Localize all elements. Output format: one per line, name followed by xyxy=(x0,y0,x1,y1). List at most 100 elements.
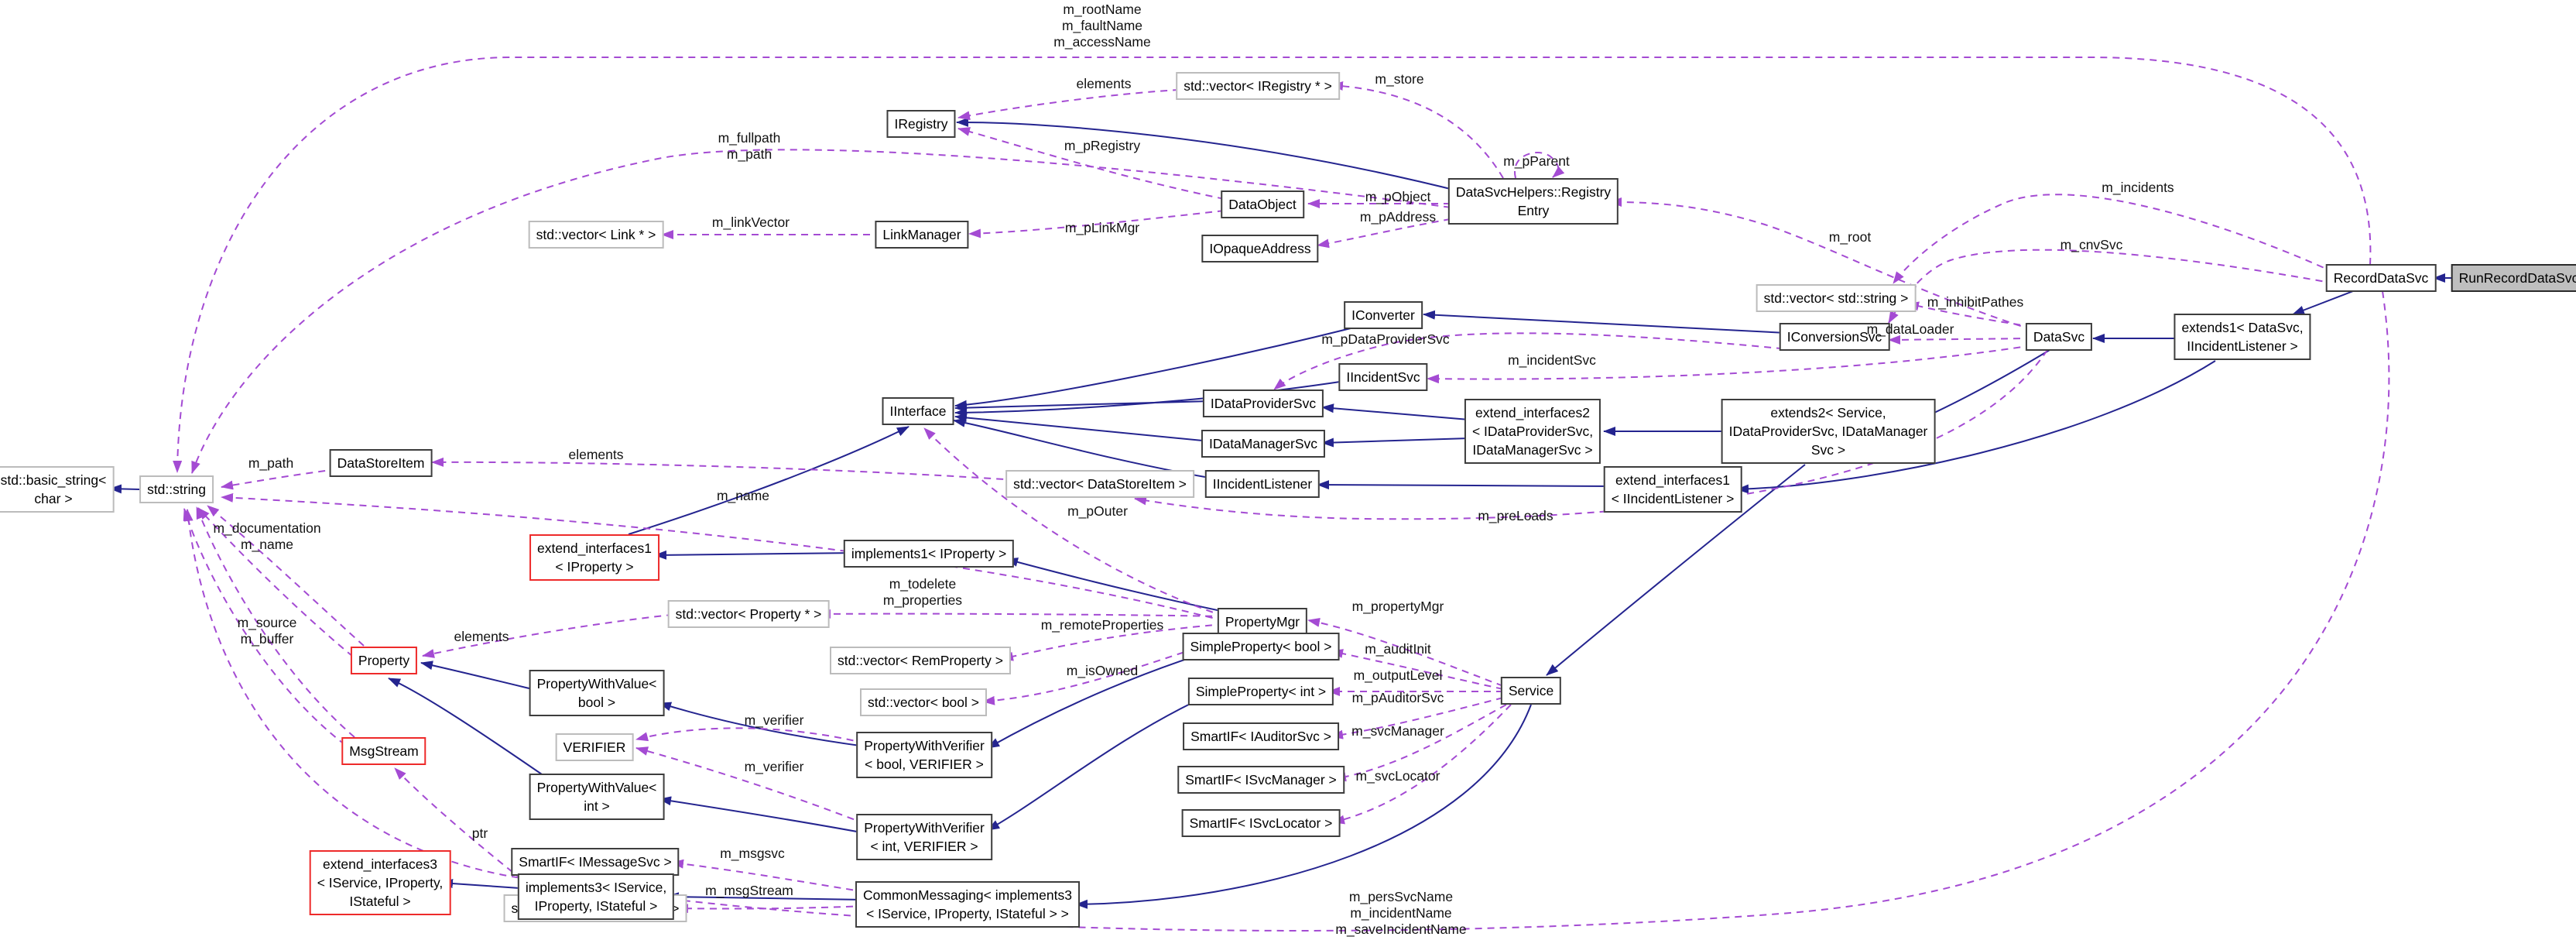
class-node-smartif-imessagesvc[interactable]: SmartIF< IMessageSvc > xyxy=(511,848,680,876)
class-node-property-mgr[interactable]: PropertyMgr xyxy=(1217,608,1308,636)
class-node-label: IOpaqueAddress xyxy=(1209,241,1311,256)
class-node-label: std::vector< bool > xyxy=(868,695,979,710)
class-node-datastore-item[interactable]: DataStoreItem xyxy=(329,449,433,477)
class-node-label: std::vector< std::string > xyxy=(1763,290,1909,306)
class-node-label: std::vector< DataStoreItem > xyxy=(1013,476,1187,492)
class-node-label: < IIncidentListener > xyxy=(1611,491,1735,506)
class-node-service[interactable]: Service xyxy=(1500,677,1562,705)
edge-label-line: elements xyxy=(568,447,624,462)
edge-vector-datastoreitem-to-datastore-item xyxy=(431,457,1029,482)
class-node-vector-property: std::vector< Property * > xyxy=(667,600,830,628)
edge-label-m_linkVector: m_linkVector xyxy=(712,214,790,231)
edge-vector-property-to-property xyxy=(422,612,687,658)
edge-label-m_pAuditorSvc: m_pAuditorSvc xyxy=(1352,690,1444,706)
edge-label-line: m_msgsvc xyxy=(720,846,785,861)
class-node-label: VERIFIER xyxy=(563,739,626,755)
class-node-basic-string: std::basic_string<char > xyxy=(0,466,115,513)
class-node-smartif-auditor[interactable]: SmartIF< IAuditorSvc > xyxy=(1183,722,1339,750)
edge-data-svc-to-vector-string xyxy=(1906,301,2033,328)
edge-property-mgr-to-vector-remproperty xyxy=(1001,623,1225,661)
edge-msgstream-to-std-string xyxy=(183,508,346,746)
class-node-property[interactable]: Property xyxy=(350,647,418,674)
class-node-extend-interfaces2[interactable]: extend_interfaces2< IDataProviderSvc,IDa… xyxy=(1464,399,1601,464)
edge-label-m_remoteProperties: m_remoteProperties xyxy=(1041,617,1164,633)
edge-implements1-to-extend-interfaces1-ip xyxy=(654,550,858,560)
class-node-idatamanager-svc[interactable]: IDataManagerSvc xyxy=(1201,430,1326,458)
edge-label-line: m_buffer xyxy=(240,631,294,647)
class-node-simple-int[interactable]: SimpleProperty< int > xyxy=(1187,678,1334,705)
class-node-extend-interfaces1-il[interactable]: extend_interfaces1< IIncidentListener > xyxy=(1603,466,1742,513)
class-node-smartif-svclocator[interactable]: SmartIF< ISvcLocator > xyxy=(1181,809,1341,837)
edge-label-line: m_auditInit xyxy=(1365,641,1431,657)
edge-label-m_pParent: m_pParent xyxy=(1503,153,1570,170)
edge-label-m_dataLoader: m_dataLoader xyxy=(1867,321,1954,338)
edge-label-line: m_incidents xyxy=(2102,180,2174,195)
class-node-iconverter[interactable]: IConverter xyxy=(1344,301,1423,329)
class-node-label: Property xyxy=(358,653,410,668)
edge-label-line: m_incidentName xyxy=(1350,905,1452,921)
class-node-common-messaging[interactable]: CommonMessaging< implements3< IService, … xyxy=(855,881,1080,928)
class-node-label: Entry xyxy=(1517,203,1550,218)
class-node-label: IConverter xyxy=(1351,307,1415,323)
edge-record-data-svc-to-vector-string xyxy=(1893,194,2335,284)
edge-extends1-to-extend-interfaces1-il xyxy=(1736,360,2216,494)
class-node-label: DataStoreItem xyxy=(337,455,425,471)
edge-label-line: m_outputLevel xyxy=(1353,667,1443,683)
edge-pwver-int-to-verifier xyxy=(635,746,866,825)
class-node-simple-bool[interactable]: SimpleProperty< bool > xyxy=(1182,633,1340,660)
class-node-record-data-svc[interactable]: RecordDataSvc xyxy=(2325,264,2437,292)
class-node-label: extend_interfaces2 xyxy=(1475,405,1590,420)
class-node-pwv-bool[interactable]: PropertyWithValue<bool > xyxy=(529,670,665,716)
class-node-label: extend_interfaces3 xyxy=(323,856,437,872)
class-node-iregistry[interactable]: IRegistry xyxy=(886,110,956,138)
class-node-data-object[interactable]: DataObject xyxy=(1221,190,1304,218)
class-node-label: SmartIF< ISvcManager > xyxy=(1185,772,1337,787)
edge-label-ptr: ptr xyxy=(472,825,488,842)
edge-data-svc-to-registry-entry xyxy=(1609,197,2033,331)
class-node-data-svc[interactable]: DataSvc xyxy=(2025,323,2093,351)
edge-label-elements: elements xyxy=(454,629,509,645)
class-node-link-manager[interactable]: LinkManager xyxy=(875,221,969,249)
edge-label-m_store: m_store xyxy=(1375,71,1423,87)
class-node-pwver-bool[interactable]: PropertyWithVerifier< bool, VERIFIER > xyxy=(856,732,992,778)
class-node-label: std::vector< Property * > xyxy=(675,606,822,622)
class-node-iopaque-address[interactable]: IOpaqueAddress xyxy=(1201,235,1319,262)
class-node-iincident-svc[interactable]: IIncidentSvc xyxy=(1338,363,1428,391)
edge-label-line: m_isOwned xyxy=(1066,663,1139,678)
class-node-label: IDataManagerSvc xyxy=(1208,436,1318,451)
class-node-idataprovider-svc[interactable]: IDataProviderSvc xyxy=(1202,389,1324,417)
edge-label-m_msgsvc: m_msgsvc xyxy=(720,846,785,862)
class-node-extend-interfaces1-ip[interactable]: extend_interfaces1< IProperty > xyxy=(529,534,659,581)
edge-property-to-std-string xyxy=(197,507,354,657)
class-node-iconversion-svc[interactable]: IConversionSvc xyxy=(1779,323,1890,351)
edge-data-svc-to-vector-datastoreitem xyxy=(1134,349,2048,520)
class-node-pwv-int[interactable]: PropertyWithValue<int > xyxy=(529,774,665,820)
edge-label-m_inhibitPathes: m_inhibitPathes xyxy=(1927,294,2024,311)
class-node-implements3[interactable]: implements3< IService,IProperty, IStatef… xyxy=(517,873,675,920)
class-node-extend-interfaces3[interactable]: extend_interfaces3< IService, IProperty,… xyxy=(309,850,451,915)
class-node-extends2[interactable]: extends2< Service,IDataProviderSvc, IDat… xyxy=(1721,399,1936,464)
edge-label-m_incidentSvc: m_incidentSvc xyxy=(1508,352,1596,369)
class-node-iincident-listener[interactable]: IIncidentListener xyxy=(1204,470,1321,498)
class-node-label: Service xyxy=(1508,683,1554,698)
class-node-label: < IService, IProperty, IStateful > > xyxy=(866,906,1069,921)
edge-common-messaging-to-smartif-imessagesvc xyxy=(671,859,866,893)
class-node-label: LinkManager xyxy=(882,227,961,242)
edge-label-m_isOwned: m_isOwned xyxy=(1067,663,1138,679)
class-node-pwver-int[interactable]: PropertyWithVerifier< int, VERIFIER > xyxy=(856,814,992,860)
edge-label-m_preLoads: m_preLoads xyxy=(1478,508,1553,524)
edge-label-line: m_name xyxy=(240,537,294,552)
edge-property-mgr-to-vector-property xyxy=(818,609,1225,619)
class-node-iinterface[interactable]: IInterface xyxy=(882,397,954,425)
class-node-std-string: std::string xyxy=(139,475,214,503)
class-node-implements1[interactable]: implements1< IProperty > xyxy=(843,540,1015,568)
edge-registry-entry-to-registry-entry xyxy=(1513,152,1565,179)
edge-common-messaging-to-implements3 xyxy=(666,892,866,902)
class-node-extends1[interactable]: extends1< DataSvc,IIncidentListener > xyxy=(2174,314,2311,360)
class-node-msgstream[interactable]: MsgStream xyxy=(341,737,426,765)
class-node-smartif-svcmanager[interactable]: SmartIF< ISvcManager > xyxy=(1177,766,1345,794)
